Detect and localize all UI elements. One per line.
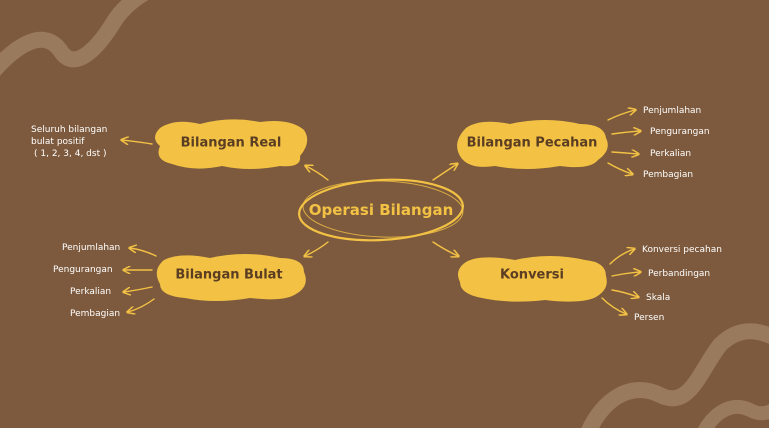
konversi-item: Konversi pecahan <box>642 245 722 255</box>
swirl-bottom-right-2 <box>697 399 769 428</box>
bilangan-real-label: Bilangan Real <box>180 135 282 151</box>
bilangan-bulat-blob <box>156 254 306 301</box>
note-line: Seluruh bilangan <box>31 125 108 135</box>
bilangan-bulat-label: Bilangan Bulat <box>175 267 283 283</box>
arrow-pecahan-4 <box>607 162 632 174</box>
arrow-konversi-4 <box>601 297 626 314</box>
bulat-item: Perkalian <box>70 287 112 297</box>
note-line: ( 1, 2, 3, 4, dst ) <box>34 149 107 159</box>
arrow-bulat-4 <box>128 298 155 312</box>
arrow-bulat-3 <box>124 286 153 292</box>
arrow-pecahan-3 <box>611 152 638 154</box>
bilangan-real-note: Seluruh bilangan bulat positif ( 1, 2, 3… <box>31 124 107 160</box>
arrow-pecahan-2 <box>611 131 640 134</box>
arrow-konversi-1 <box>609 249 634 265</box>
arrow-pecahan-1 <box>607 110 635 121</box>
bilangan-pecahan-blob <box>457 120 608 169</box>
konversi-label: Konversi <box>500 267 564 283</box>
bulat-item: Penjumlahan <box>62 243 121 253</box>
center-node-outline-2 <box>302 180 464 238</box>
bilangan-pecahan-label: Bilangan Pecahan <box>466 135 598 151</box>
bulat-item: Pembagian <box>70 309 121 319</box>
arrow-to-bilangan-real <box>306 166 329 181</box>
konversi-item: Persen <box>634 313 665 323</box>
pecahan-item: Perkalian <box>650 149 692 159</box>
swirl-bottom-right <box>581 323 769 428</box>
bulat-item: Pengurangan <box>53 265 113 275</box>
note-line: bulat positif <box>31 137 85 147</box>
arrow-to-konversi <box>432 241 458 256</box>
arrow-bulat-1 <box>130 248 157 257</box>
konversi-item: Perbandingan <box>648 269 711 279</box>
konversi-blob <box>458 256 607 302</box>
pecahan-item: Pengurangan <box>650 127 710 137</box>
center-node-label: Operasi Bilangan <box>308 201 454 219</box>
swirl-top-left <box>0 0 149 76</box>
arrow-konversi-2 <box>611 272 640 277</box>
arrow-real-note <box>122 140 153 144</box>
konversi-item: Skala <box>646 293 671 303</box>
pecahan-item: Penjumlahan <box>643 106 702 116</box>
arrow-to-bilangan-bulat <box>305 241 329 256</box>
pecahan-item: Pembagian <box>643 170 694 180</box>
center-node-outline <box>297 178 465 242</box>
arrow-konversi-3 <box>611 289 638 297</box>
arrow-to-bilangan-pecahan <box>432 164 457 181</box>
bilangan-real-blob <box>155 119 308 169</box>
